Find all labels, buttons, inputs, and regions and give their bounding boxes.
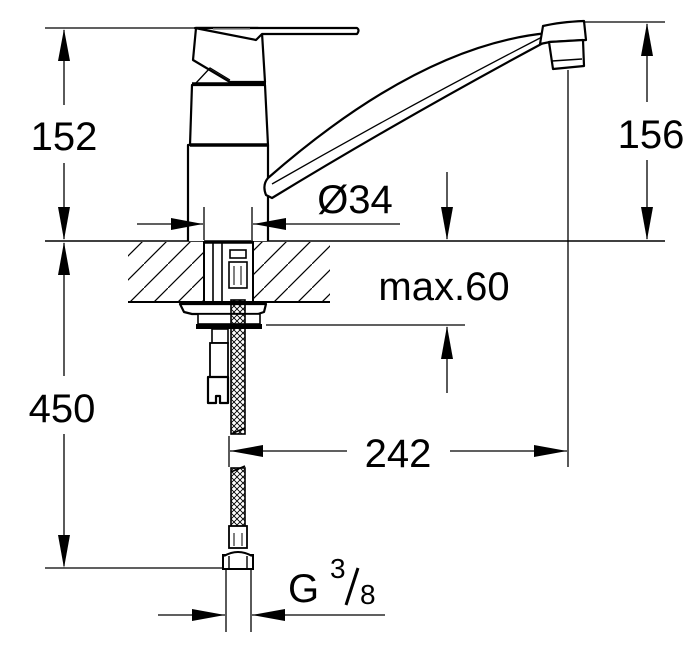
dimension-max-deck-60: max.60 (266, 172, 510, 393)
faucet-spout (263, 19, 588, 200)
dimension-height-152: 152 (31, 27, 195, 240)
countertop-section (128, 242, 330, 303)
dimension-diameter-34: Ø34 (137, 178, 400, 240)
dimension-height-156: 156 (585, 21, 685, 240)
dim-label-156: 156 (618, 113, 685, 157)
dim-label-242: 242 (365, 432, 432, 476)
dimension-hose-450: 450 (29, 242, 223, 569)
dim-label-thread-prefix: G (288, 567, 319, 611)
dim-label-diameter-34: Ø34 (317, 178, 393, 222)
braided-hose (222, 299, 254, 570)
dim-label-thread-denominator: 8 (360, 579, 376, 610)
dim-label-152: 152 (31, 115, 98, 159)
dim-label-450: 450 (29, 387, 96, 431)
dim-label-thread-numerator: 3 (330, 553, 346, 584)
dimension-thread-g38: G 3 8 (158, 553, 385, 632)
dim-label-max-60: max.60 (378, 265, 509, 309)
dimension-reach-242: 242 (228, 70, 569, 476)
faucet-body (186, 26, 360, 241)
